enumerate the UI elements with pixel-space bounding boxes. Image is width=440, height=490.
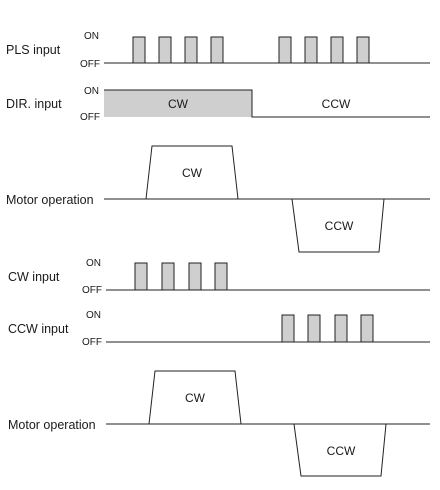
motor-ccw-label-2: CCW [327,444,356,458]
dir-input-label: DIR. input [6,97,62,111]
motor-operation-label-1: Motor operation [6,193,94,207]
motor-ccw-label-1: CCW [325,219,354,233]
ccw-pulse [360,314,374,343]
pls-input-label: PLS input [6,43,61,57]
motor-operation-row-2: Motor operation CW CCW [8,370,430,477]
ccw-on-label: ON [86,310,101,321]
pls-pulse [132,36,146,64]
pls-pulse [356,36,370,64]
pls-pulse [304,36,318,64]
pls-on-label: ON [84,31,99,42]
cw-pulse [161,262,175,291]
dir-ccw-label: CCW [322,97,351,111]
motor-cw-label-1: CW [182,166,203,180]
pls-pulse [330,36,344,64]
dir-waveform [104,89,430,118]
ccw-input-label: CCW input [8,322,69,336]
ccw-input-row: CCW input ON OFF [8,310,430,348]
dir-on-label: ON [84,86,99,97]
motor-operation-row-1: Motor operation CW CCW [6,145,430,253]
dir-cw-region [104,90,252,117]
cw-input-label: CW input [8,270,60,284]
pls-pulse [158,36,172,64]
ccw-pulse [334,314,348,343]
pls-input-row: PLS input ON OFF [6,31,430,70]
motor-cw-trapezoid-1 [145,145,239,200]
cw-on-label: ON [86,258,101,269]
pls-pulse [184,36,198,64]
pls-pulse [210,36,224,64]
ccw-off-label: OFF [82,337,102,348]
motor-ccw-trapezoid-2 [293,423,387,477]
pls-off-label: OFF [80,59,100,70]
cw-off-label: OFF [82,285,102,296]
dir-off-label: OFF [80,112,100,123]
cw-pulse [134,262,148,291]
cw-pulse [214,262,228,291]
dir-input-row: DIR. input ON OFF CW CCW [6,86,430,123]
pls-pulse [278,36,292,64]
cw-input-row: CW input ON OFF [8,258,430,296]
motor-cw-trapezoid-2 [148,370,242,425]
motor-ccw-trapezoid-1 [291,198,385,253]
ccw-pulse [281,314,295,343]
motor-cw-label-2: CW [185,391,206,405]
cw-pulse [188,262,202,291]
dir-cw-label: CW [168,97,189,111]
ccw-pulse [307,314,321,343]
motor-operation-label-2: Motor operation [8,418,96,432]
